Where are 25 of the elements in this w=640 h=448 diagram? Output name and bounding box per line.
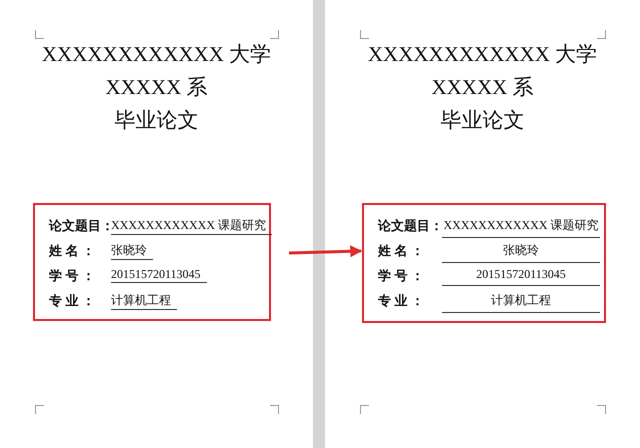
field-label: 专 业 ： [378,292,424,310]
field-label: 学 号 ： [49,267,96,285]
field-label: 姓 名 ： [378,242,424,260]
field-value: 张晓玲 [111,242,153,260]
document-page [0,0,313,448]
form-frame [362,203,606,323]
field-value: 计算机工程 [442,292,600,313]
field-label: 专 业 ： [49,292,96,310]
field-value: 张晓玲 [442,242,600,263]
field-label: 学 号 ： [378,267,424,285]
title-text: XXXXX 系 [104,74,209,101]
arrow [288,245,362,258]
field-label: 论文题目： [378,217,443,235]
title-text: XXXXXXXXXXXX 大学 [40,41,272,68]
document-page [325,0,640,448]
title-text: XXXXX 系 [430,74,535,101]
field-value: 计算机工程 [111,292,177,310]
title-text: 毕业论文 [114,107,200,134]
field-label: 姓 名 ： [49,242,96,260]
field-value: 201515720113045 [111,267,207,283]
title-text: XXXXXXXXXXXX 大学 [366,41,598,68]
title-text: 毕业论文 [440,107,526,134]
field-value: XXXXXXXXXXXX 课题研究 [442,217,600,238]
form-frame [33,203,271,321]
field-value: 201515720113045 [442,267,600,286]
